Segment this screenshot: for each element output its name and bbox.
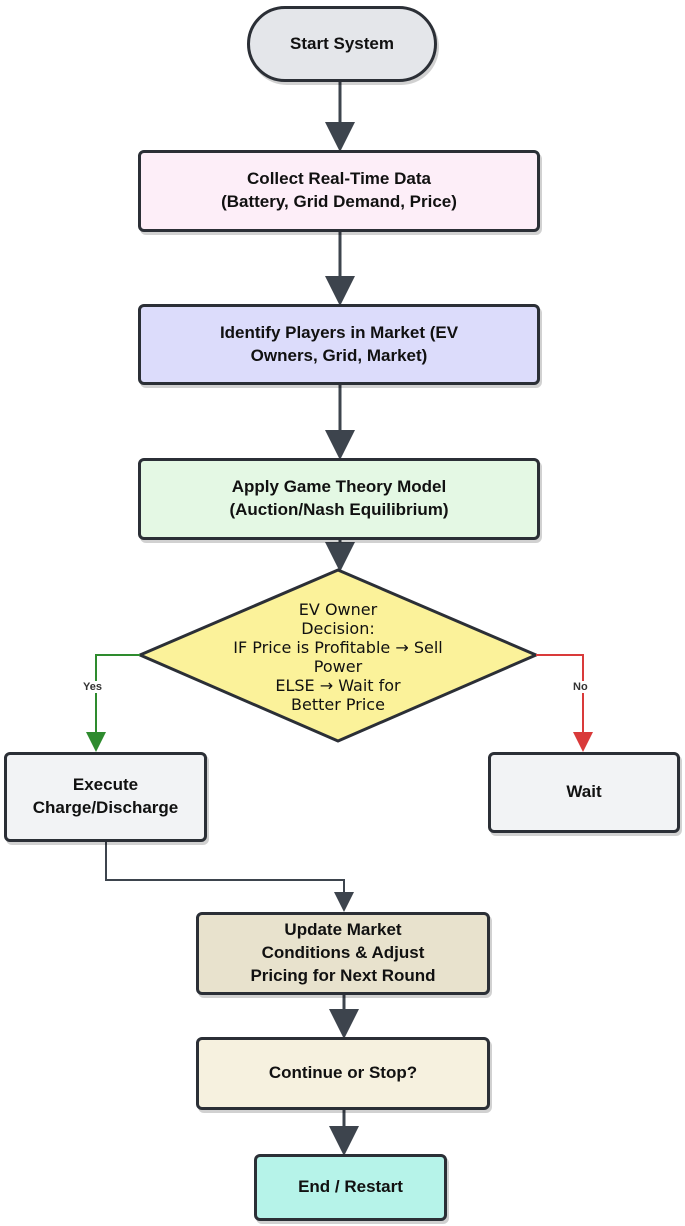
arrow-no-to-wait bbox=[536, 654, 593, 752]
start-node-label: Start System bbox=[290, 33, 394, 53]
end-label: End / Restart bbox=[298, 1177, 403, 1197]
identify-players-node: Identify Players in Market (EV Owners, G… bbox=[138, 304, 540, 385]
decision-diamond bbox=[138, 568, 538, 743]
apply-model-label: Apply Game Theory Model (Auction/Nash Eq… bbox=[229, 477, 449, 519]
arrow-yes-to-execute bbox=[86, 654, 140, 752]
arrow-execute-to-update bbox=[105, 842, 354, 912]
no-edge-label: No bbox=[570, 681, 591, 693]
decision-text: EV Owner Decision: IF Price is Profitabl… bbox=[233, 600, 443, 714]
identify-players-label: Identify Players in Market (EV Owners, G… bbox=[219, 322, 459, 365]
wait-label: Wait bbox=[566, 782, 602, 802]
continue-or-stop-node: Continue or Stop? bbox=[196, 1037, 490, 1110]
update-market-label: Update Market Conditions & Adjust Pricin… bbox=[250, 920, 436, 985]
collect-data-node: Collect Real-Time Data (Battery, Grid De… bbox=[138, 150, 540, 232]
end-node: End / Restart bbox=[254, 1154, 447, 1221]
decision-node-label: EV Owner Decision: IF Price is Profitabl… bbox=[178, 598, 498, 718]
yes-edge-label: Yes bbox=[80, 681, 105, 693]
execute-label: Execute Charge/Discharge bbox=[32, 775, 179, 817]
start-node: Start System bbox=[247, 6, 437, 82]
wait-node: Wait bbox=[488, 752, 680, 833]
collect-data-label: Collect Real-Time Data (Battery, Grid De… bbox=[221, 169, 457, 211]
continue-or-stop-label: Continue or Stop? bbox=[268, 1063, 418, 1083]
execute-node: Execute Charge/Discharge bbox=[4, 752, 207, 842]
apply-model-node: Apply Game Theory Model (Auction/Nash Eq… bbox=[138, 458, 540, 540]
update-market-node: Update Market Conditions & Adjust Pricin… bbox=[196, 912, 490, 995]
